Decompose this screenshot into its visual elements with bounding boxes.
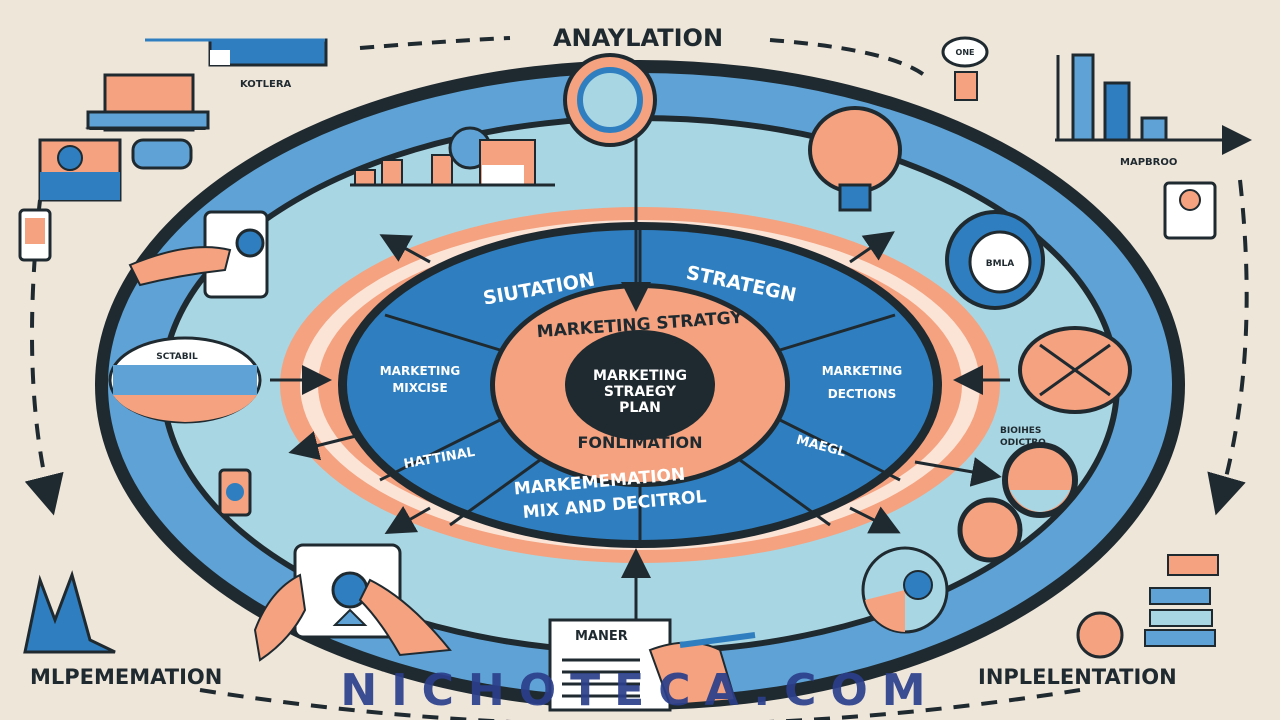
label-mapbroo: MAPBROO [1120, 157, 1177, 168]
tablet-hand-icon-left [128, 210, 269, 299]
lightbulb-icon [808, 106, 902, 212]
gear-icon-right [945, 210, 1045, 310]
donut-icon-right [957, 442, 1078, 563]
segment-mix-line1: MARKETING [380, 364, 461, 378]
idea-head-icon [941, 36, 989, 101]
right-side-label-2: ODICTRO [1000, 438, 1046, 448]
mountain-chart-icon [23, 570, 116, 654]
laptop-icon [85, 73, 210, 132]
ring-bottom-label: FONLIMATION [578, 433, 703, 452]
document-label: MANER [575, 629, 628, 644]
label-kotlera: KOTLERA [240, 79, 292, 90]
gear-tag: BMLA [986, 259, 1015, 269]
phone-icon-right [1163, 181, 1217, 240]
left-card-title: SCTABIL [156, 352, 198, 362]
segment-decisions-line1: MARKETING [822, 364, 903, 378]
watermark: NICHOTECA.COM [340, 665, 939, 716]
phone-icon-left-lower [218, 468, 252, 517]
speech-bubble-icon [131, 138, 193, 170]
core-line-1: MARKETING [593, 368, 687, 384]
gauge-icon-top [563, 53, 657, 147]
flowchart-icon [1076, 554, 1219, 659]
info-card-left [108, 336, 262, 424]
tablet-hand-icon-bottom [253, 543, 452, 662]
segment-dividers [379, 230, 901, 540]
document-icon [548, 618, 756, 712]
bulb-tag: ONE [956, 48, 975, 57]
label-bottom-right: INPLELENTATION [978, 665, 1177, 689]
phone-icon-left [18, 208, 52, 262]
segment-mix-line2: MIXCISE [392, 381, 447, 395]
profile-card-icon [38, 138, 122, 202]
gear-chart-icon [350, 126, 555, 187]
bar-chart-icon-top-left [145, 38, 328, 67]
dashed-flow-top-right [769, 38, 932, 82]
pie-chart-icon-right [1018, 326, 1132, 414]
bar-chart-icon-top-right [1055, 53, 1252, 155]
pie-wheel-icon-bottom-right [861, 546, 949, 634]
right-side-label-1: BIOIHES [1000, 426, 1041, 436]
core-line-2: STRAEGY [604, 384, 677, 400]
core-line-3: PLAN [619, 400, 661, 416]
core-center [565, 330, 715, 440]
label-bottom-left: MLPEMEMATION [30, 665, 222, 689]
segment-decisions-line2: DECTIONS [828, 387, 897, 401]
dashed-flow-right [1207, 179, 1249, 516]
title: ANAYLATION [553, 24, 723, 52]
dashed-flow-top [359, 36, 511, 50]
